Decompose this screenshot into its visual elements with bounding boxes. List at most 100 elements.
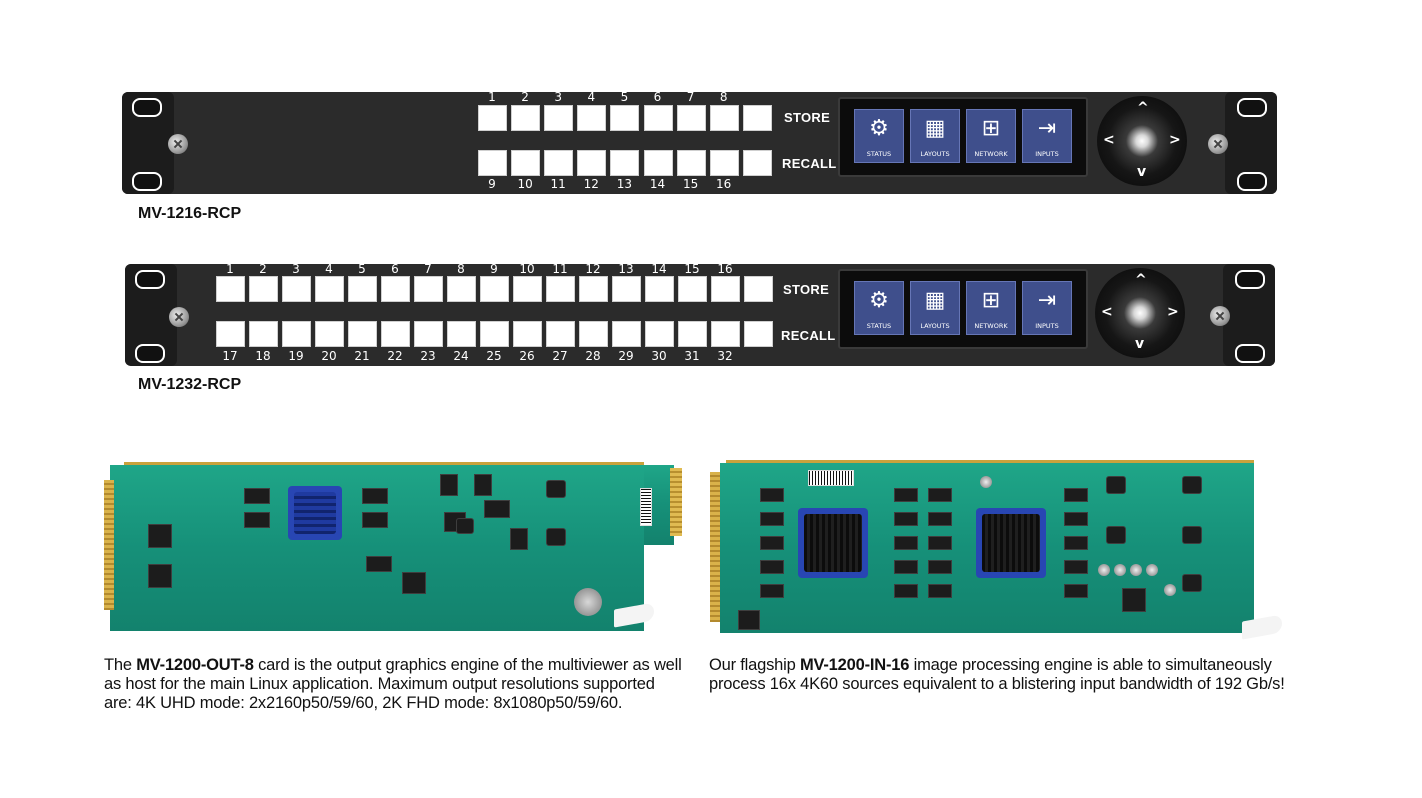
inductor — [1182, 476, 1202, 494]
store-key[interactable] — [544, 105, 574, 131]
screen-button-status[interactable]: ⚙STATUS — [854, 281, 904, 335]
navigation-dpad[interactable]: ^ v < > — [1095, 268, 1185, 358]
store-key[interactable] — [546, 276, 575, 302]
screen-button-network[interactable]: ⊞NETWORK — [966, 281, 1016, 335]
recall-key[interactable] — [480, 321, 509, 347]
chevron-down-icon[interactable]: v — [1135, 336, 1145, 352]
store-key[interactable] — [478, 105, 507, 131]
pcb-card-out-8 — [104, 460, 684, 635]
store-key-extra[interactable] — [744, 276, 773, 302]
store-key[interactable] — [709, 105, 739, 131]
chevron-left-icon[interactable]: < — [1101, 304, 1113, 320]
store-key[interactable] — [511, 105, 541, 131]
screen-button-inputs[interactable]: ⇥INPUTS — [1022, 281, 1072, 335]
recall-key[interactable] — [511, 150, 541, 176]
screen-button-layouts[interactable]: ▦LAYOUTS — [910, 109, 960, 163]
recall-key[interactable] — [282, 321, 311, 347]
recall-key[interactable] — [544, 150, 574, 176]
ic-chip — [1122, 588, 1146, 612]
screen-button-label: STATUS — [866, 322, 892, 330]
recall-key-number: 11 — [550, 177, 566, 191]
recall-key[interactable] — [678, 321, 707, 347]
chevron-right-icon[interactable]: > — [1169, 132, 1181, 148]
screen-button-status[interactable]: ⚙STATUS — [854, 109, 904, 163]
screen-button-layouts[interactable]: ▦LAYOUTS — [910, 281, 960, 335]
recall-key[interactable] — [610, 150, 640, 176]
recall-key-extra[interactable] — [742, 150, 772, 176]
store-key[interactable] — [216, 276, 245, 302]
store-key[interactable] — [676, 105, 706, 131]
store-key-number: 7 — [686, 90, 695, 104]
store-key[interactable] — [315, 276, 344, 302]
store-key[interactable] — [643, 105, 673, 131]
memory-chip — [1064, 584, 1088, 598]
battery-holder — [574, 588, 602, 616]
screen-button-network[interactable]: ⊞NETWORK — [966, 109, 1016, 163]
regulator — [510, 528, 528, 550]
recall-key[interactable] — [414, 321, 443, 347]
recall-key[interactable] — [612, 321, 641, 347]
recall-key[interactable] — [216, 321, 245, 347]
screen-button-label: INPUTS — [1035, 322, 1059, 330]
store-key[interactable] — [414, 276, 443, 302]
memory-chip — [366, 556, 392, 572]
store-key[interactable] — [249, 276, 278, 302]
touch-screen[interactable]: ⚙STATUS▦LAYOUTS⊞NETWORK⇥INPUTS — [838, 269, 1088, 349]
store-key[interactable] — [513, 276, 542, 302]
touch-screen[interactable]: ⚙STATUS▦LAYOUTS⊞NETWORK⇥INPUTS — [838, 97, 1088, 177]
thumbscrew-icon — [1210, 306, 1230, 326]
store-key[interactable] — [577, 105, 607, 131]
store-key[interactable] — [678, 276, 707, 302]
memory-chip — [362, 488, 388, 504]
store-key[interactable] — [480, 276, 509, 302]
recall-key[interactable] — [381, 321, 410, 347]
recall-key[interactable] — [478, 150, 507, 176]
screen-button-label: LAYOUTS — [920, 322, 950, 330]
screen-button-inputs[interactable]: ⇥INPUTS — [1022, 109, 1072, 163]
chevron-left-icon[interactable]: < — [1103, 132, 1115, 148]
recall-key[interactable] — [546, 321, 575, 347]
navigation-dpad[interactable]: ^ v < > — [1097, 96, 1187, 186]
recall-key-extra[interactable] — [744, 321, 773, 347]
store-key[interactable] — [348, 276, 377, 302]
store-key-number: 10 — [519, 262, 535, 276]
capacitor — [1164, 584, 1176, 596]
screen-button-label: NETWORK — [974, 322, 1008, 330]
store-key-number: 6 — [653, 90, 662, 104]
store-key[interactable] — [282, 276, 311, 302]
recall-key[interactable] — [249, 321, 278, 347]
recall-key[interactable] — [348, 321, 377, 347]
store-key[interactable] — [610, 105, 640, 131]
memory-chip — [1064, 536, 1088, 550]
chevron-right-icon[interactable]: > — [1167, 304, 1179, 320]
chevron-down-icon[interactable]: v — [1137, 164, 1147, 180]
network-icon: ⊞ — [981, 116, 1001, 141]
chevron-up-icon[interactable]: ^ — [1135, 272, 1147, 288]
store-key[interactable] — [381, 276, 410, 302]
recall-key[interactable] — [711, 321, 740, 347]
recall-key[interactable] — [513, 321, 542, 347]
recall-key[interactable] — [579, 321, 608, 347]
chevron-up-icon[interactable]: ^ — [1137, 100, 1149, 116]
recall-key[interactable] — [645, 321, 674, 347]
store-key-number: 1 — [488, 90, 496, 104]
recall-key[interactable] — [643, 150, 673, 176]
recall-key-number: 25 — [486, 349, 502, 363]
recall-key[interactable] — [447, 321, 476, 347]
store-key-extra[interactable] — [742, 105, 772, 131]
recall-key-number: 20 — [321, 349, 337, 363]
store-key[interactable] — [645, 276, 674, 302]
heatsink-fins — [294, 492, 336, 534]
store-key[interactable] — [447, 276, 476, 302]
store-key[interactable] — [612, 276, 641, 302]
recall-key[interactable] — [676, 150, 706, 176]
card-top-edge — [124, 462, 644, 466]
store-key[interactable] — [579, 276, 608, 302]
recall-key[interactable] — [315, 321, 344, 347]
memory-chip — [362, 512, 388, 528]
recall-key[interactable] — [709, 150, 739, 176]
recall-key[interactable] — [577, 150, 607, 176]
store-key[interactable] — [711, 276, 740, 302]
memory-chip — [760, 536, 784, 550]
